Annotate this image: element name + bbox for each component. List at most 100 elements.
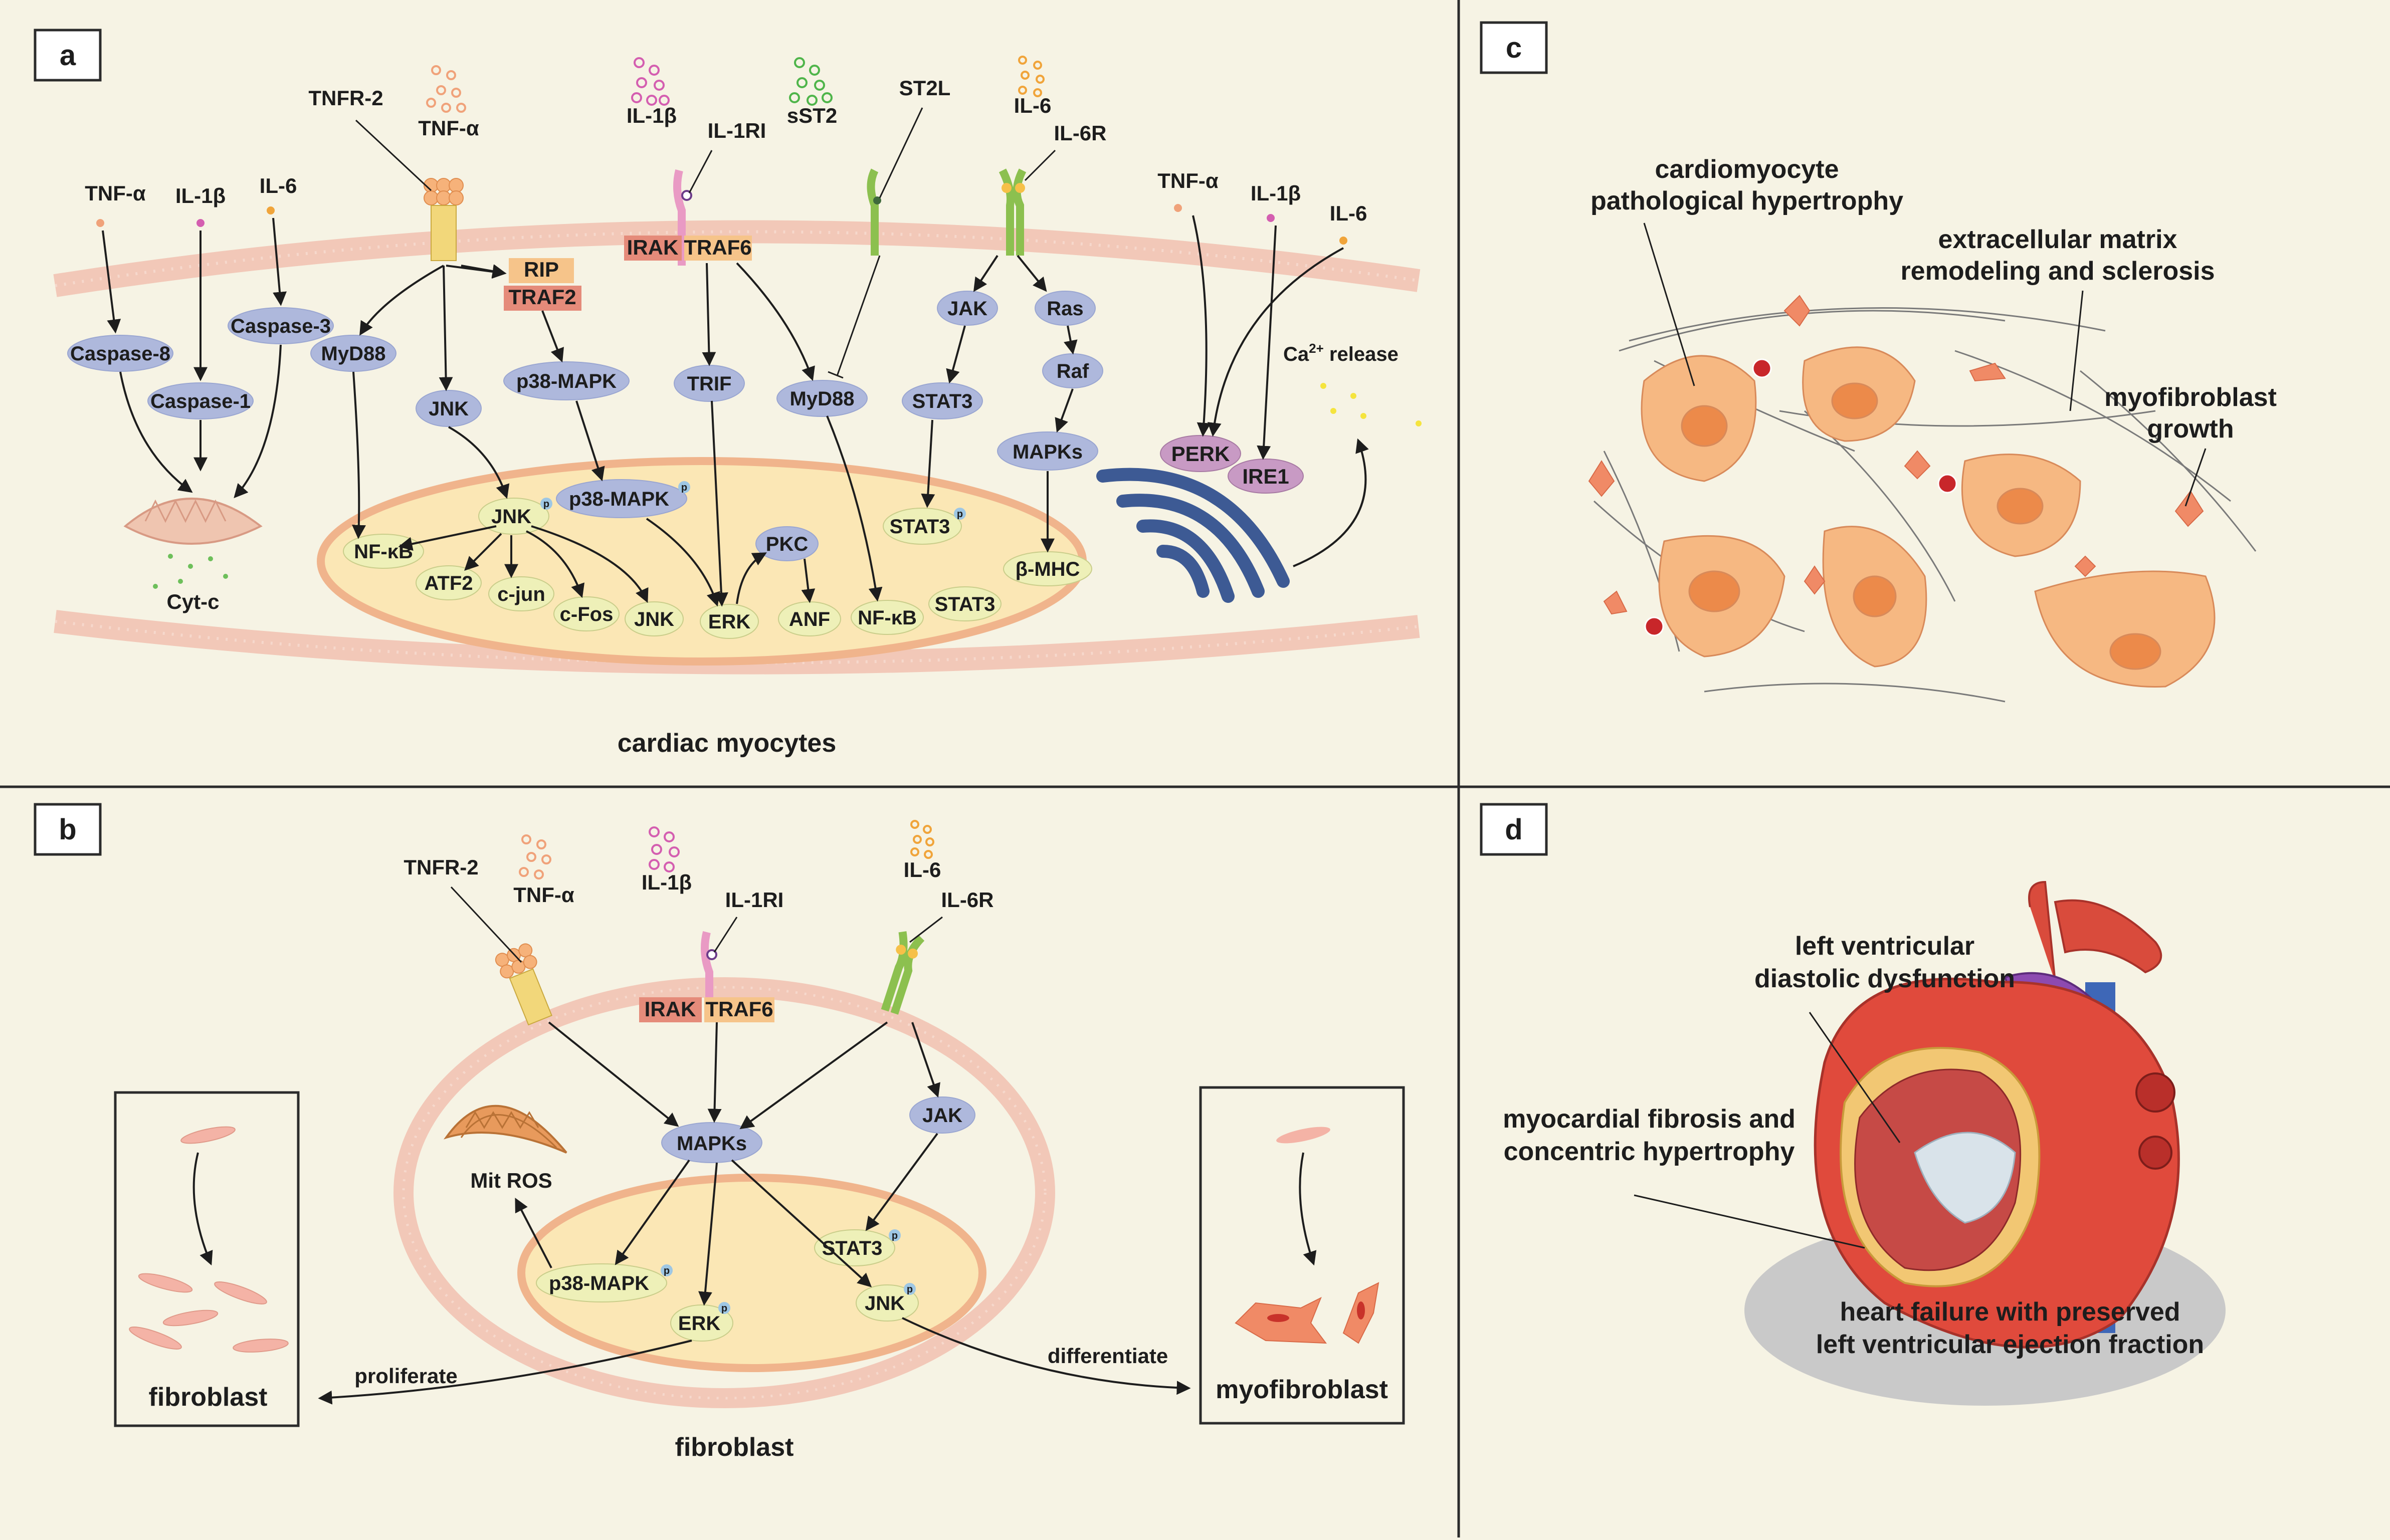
panel-a-perk-label: PERK	[1171, 442, 1230, 466]
svg-text:STAT3: STAT3	[822, 1237, 883, 1259]
panel-a-rip-label: RIP	[524, 258, 559, 281]
panel-b-fibroblast-box-label: fibroblast	[149, 1383, 268, 1412]
svg-text:ERK: ERK	[678, 1312, 721, 1335]
panel-b-stat3-node	[814, 1229, 895, 1266]
svg-text:p: p	[957, 509, 963, 520]
panel-c: c	[1480, 21, 2277, 703]
panel-a-il1ri-receptor	[673, 169, 692, 266]
panel-b-jak-node	[909, 1096, 975, 1134]
panel-b-letter: b	[59, 813, 76, 846]
panel-a-caspase8-node	[67, 335, 173, 372]
panel-c-label2-line2: remodeling and sclerosis	[1900, 257, 2215, 286]
panel-a-ca-dots	[1320, 383, 1422, 426]
panel-b-il6-cluster	[910, 820, 934, 859]
panel-a-p38-node	[503, 361, 630, 400]
panel-a-myd88-left-node	[310, 335, 396, 372]
panel-b-il1b-cluster	[649, 826, 680, 872]
panel-b-proliferate-label: proliferate	[354, 1364, 457, 1388]
panel-a-ire1-label: IRE1	[1242, 465, 1289, 488]
svg-text:p: p	[892, 1230, 898, 1241]
svg-text:c-jun: c-jun	[497, 583, 545, 605]
svg-text:NF-κB: NF-κB	[858, 607, 917, 629]
panel-a-right-il6-label: IL-6	[1330, 201, 1367, 225]
panel-d-label2-line1: myocardial fibrosis and	[1503, 1105, 1796, 1134]
panel-a-ca-release-label: Ca2+ release	[1283, 341, 1399, 365]
panel-a-tnf-ligand-label: TNF-α	[418, 116, 479, 140]
panel-a-caspase3-node	[228, 307, 334, 344]
panel-a-il1ri-label: IL-1RI	[708, 119, 766, 142]
panel-c-label1-line1: cardiomyocyte	[1655, 155, 1839, 184]
panel-b-myofibroblast-box-label: myofibroblast	[1216, 1375, 1388, 1404]
svg-text:Caspase-1: Caspase-1	[150, 390, 251, 412]
panel-b: b Mit ROS TNF-α IL-1β IL-6	[34, 803, 1405, 1462]
panel-c-letter: c	[1506, 32, 1522, 64]
svg-text:p: p	[681, 482, 687, 493]
panel-a-cjun-node	[488, 576, 554, 611]
panel-a-nfkb-right-node	[851, 600, 924, 635]
panel-b-il6r-receptor	[881, 931, 925, 1015]
svg-text:STAT3: STAT3	[890, 516, 950, 538]
panel-a-irak-label: IRAK	[627, 236, 679, 259]
panel-a-letter-box	[34, 29, 102, 82]
svg-text:c-Fos: c-Fos	[560, 603, 614, 625]
panel-a-st2l-receptor	[867, 168, 881, 256]
panel-a-nuclear-jnk-node	[625, 601, 684, 636]
panel-a-caption: cardiac myocytes	[618, 729, 837, 758]
panel-a-atf2-node	[416, 565, 482, 600]
svg-text:JNK: JNK	[865, 1292, 905, 1314]
panel-b-mitochondrion	[443, 1105, 567, 1154]
panel-b-differentiate-label: differentiate	[1048, 1344, 1168, 1368]
svg-text:Caspase-3: Caspase-3	[231, 315, 331, 337]
panel-a: a Cyt-c PERK IRE1 Ca2+ re	[34, 29, 1422, 758]
svg-text:p38-MAPK: p38-MAPK	[516, 370, 617, 392]
svg-text:MAPKs: MAPKs	[1013, 441, 1083, 463]
svg-text:JNK: JNK	[491, 506, 531, 528]
panel-b-fibroblast-cells	[129, 1126, 289, 1353]
panel-a-cytc-label: Cyt-c	[166, 590, 219, 613]
panel-a-left-tnf-label: TNF-α	[85, 181, 146, 205]
panel-a-myd88-right-node	[776, 380, 868, 417]
svg-text:MyD88: MyD88	[790, 388, 855, 410]
panel-d-letter-box	[1480, 803, 1548, 856]
panel-d-label1-line2: diastolic dysfunction	[1754, 964, 2015, 993]
panel-a-il1b-ligand-label: IL-1β	[627, 104, 677, 127]
svg-text:β-MHC: β-MHC	[1016, 558, 1080, 580]
panel-b-fibroblast-box	[114, 1091, 300, 1427]
panel-a-sst2-ligand-label: sST2	[787, 104, 837, 127]
panel-a-stat3-p-node	[883, 508, 962, 545]
panel-b-traf6-label: TRAF6	[705, 997, 773, 1021]
panel-a-tnfr2-label: TNFR-2	[308, 86, 383, 110]
svg-text:ERK: ERK	[708, 611, 751, 633]
panel-a-erk-node	[700, 604, 759, 639]
svg-text:PKC: PKC	[766, 533, 808, 555]
panel-a-il6r-receptor	[999, 168, 1027, 256]
panel-a-traf6-label: TRAF6	[684, 236, 751, 259]
panel-a-cfos-node	[553, 596, 620, 631]
panel-d: d left ventricular diastolic dysfunction…	[1480, 803, 2226, 1406]
svg-text:p: p	[664, 1265, 670, 1276]
panel-a-jnk-p-node	[478, 498, 549, 535]
svg-text:ANF: ANF	[789, 608, 830, 630]
panel-b-il1ri-label: IL-1RI	[725, 888, 784, 912]
svg-text:Caspase-8: Caspase-8	[70, 343, 170, 365]
panel-b-il1ri-receptor	[701, 931, 717, 1012]
panel-d-label1-line1: left ventricular	[1795, 932, 1974, 961]
svg-text:p38-MAPK: p38-MAPK	[569, 488, 669, 510]
panel-c-letter-box	[1480, 21, 1548, 74]
panel-b-tnfr2-receptor	[495, 943, 552, 1026]
svg-text:Ras: Ras	[1047, 298, 1083, 320]
panel-a-p38-p-node	[556, 479, 687, 518]
svg-text:NF-κB: NF-κB	[354, 541, 413, 563]
panel-b-tnfr2-label: TNFR-2	[404, 855, 478, 879]
panel-b-caption: fibroblast	[675, 1433, 794, 1462]
panel-a-right-tnf-label: TNF-α	[1157, 169, 1219, 192]
panel-c-label3-line2: growth	[2147, 414, 2234, 444]
svg-text:Raf: Raf	[1057, 360, 1089, 382]
panel-d-label2-line2: concentric hypertrophy	[1504, 1137, 1795, 1166]
panel-b-jnk-node	[856, 1284, 919, 1322]
panel-d-letter: d	[1505, 813, 1522, 846]
panel-b-irak-label: IRAK	[645, 997, 696, 1021]
svg-text:JAK: JAK	[922, 1105, 962, 1127]
panel-b-myofibroblast-box	[1199, 1086, 1405, 1425]
